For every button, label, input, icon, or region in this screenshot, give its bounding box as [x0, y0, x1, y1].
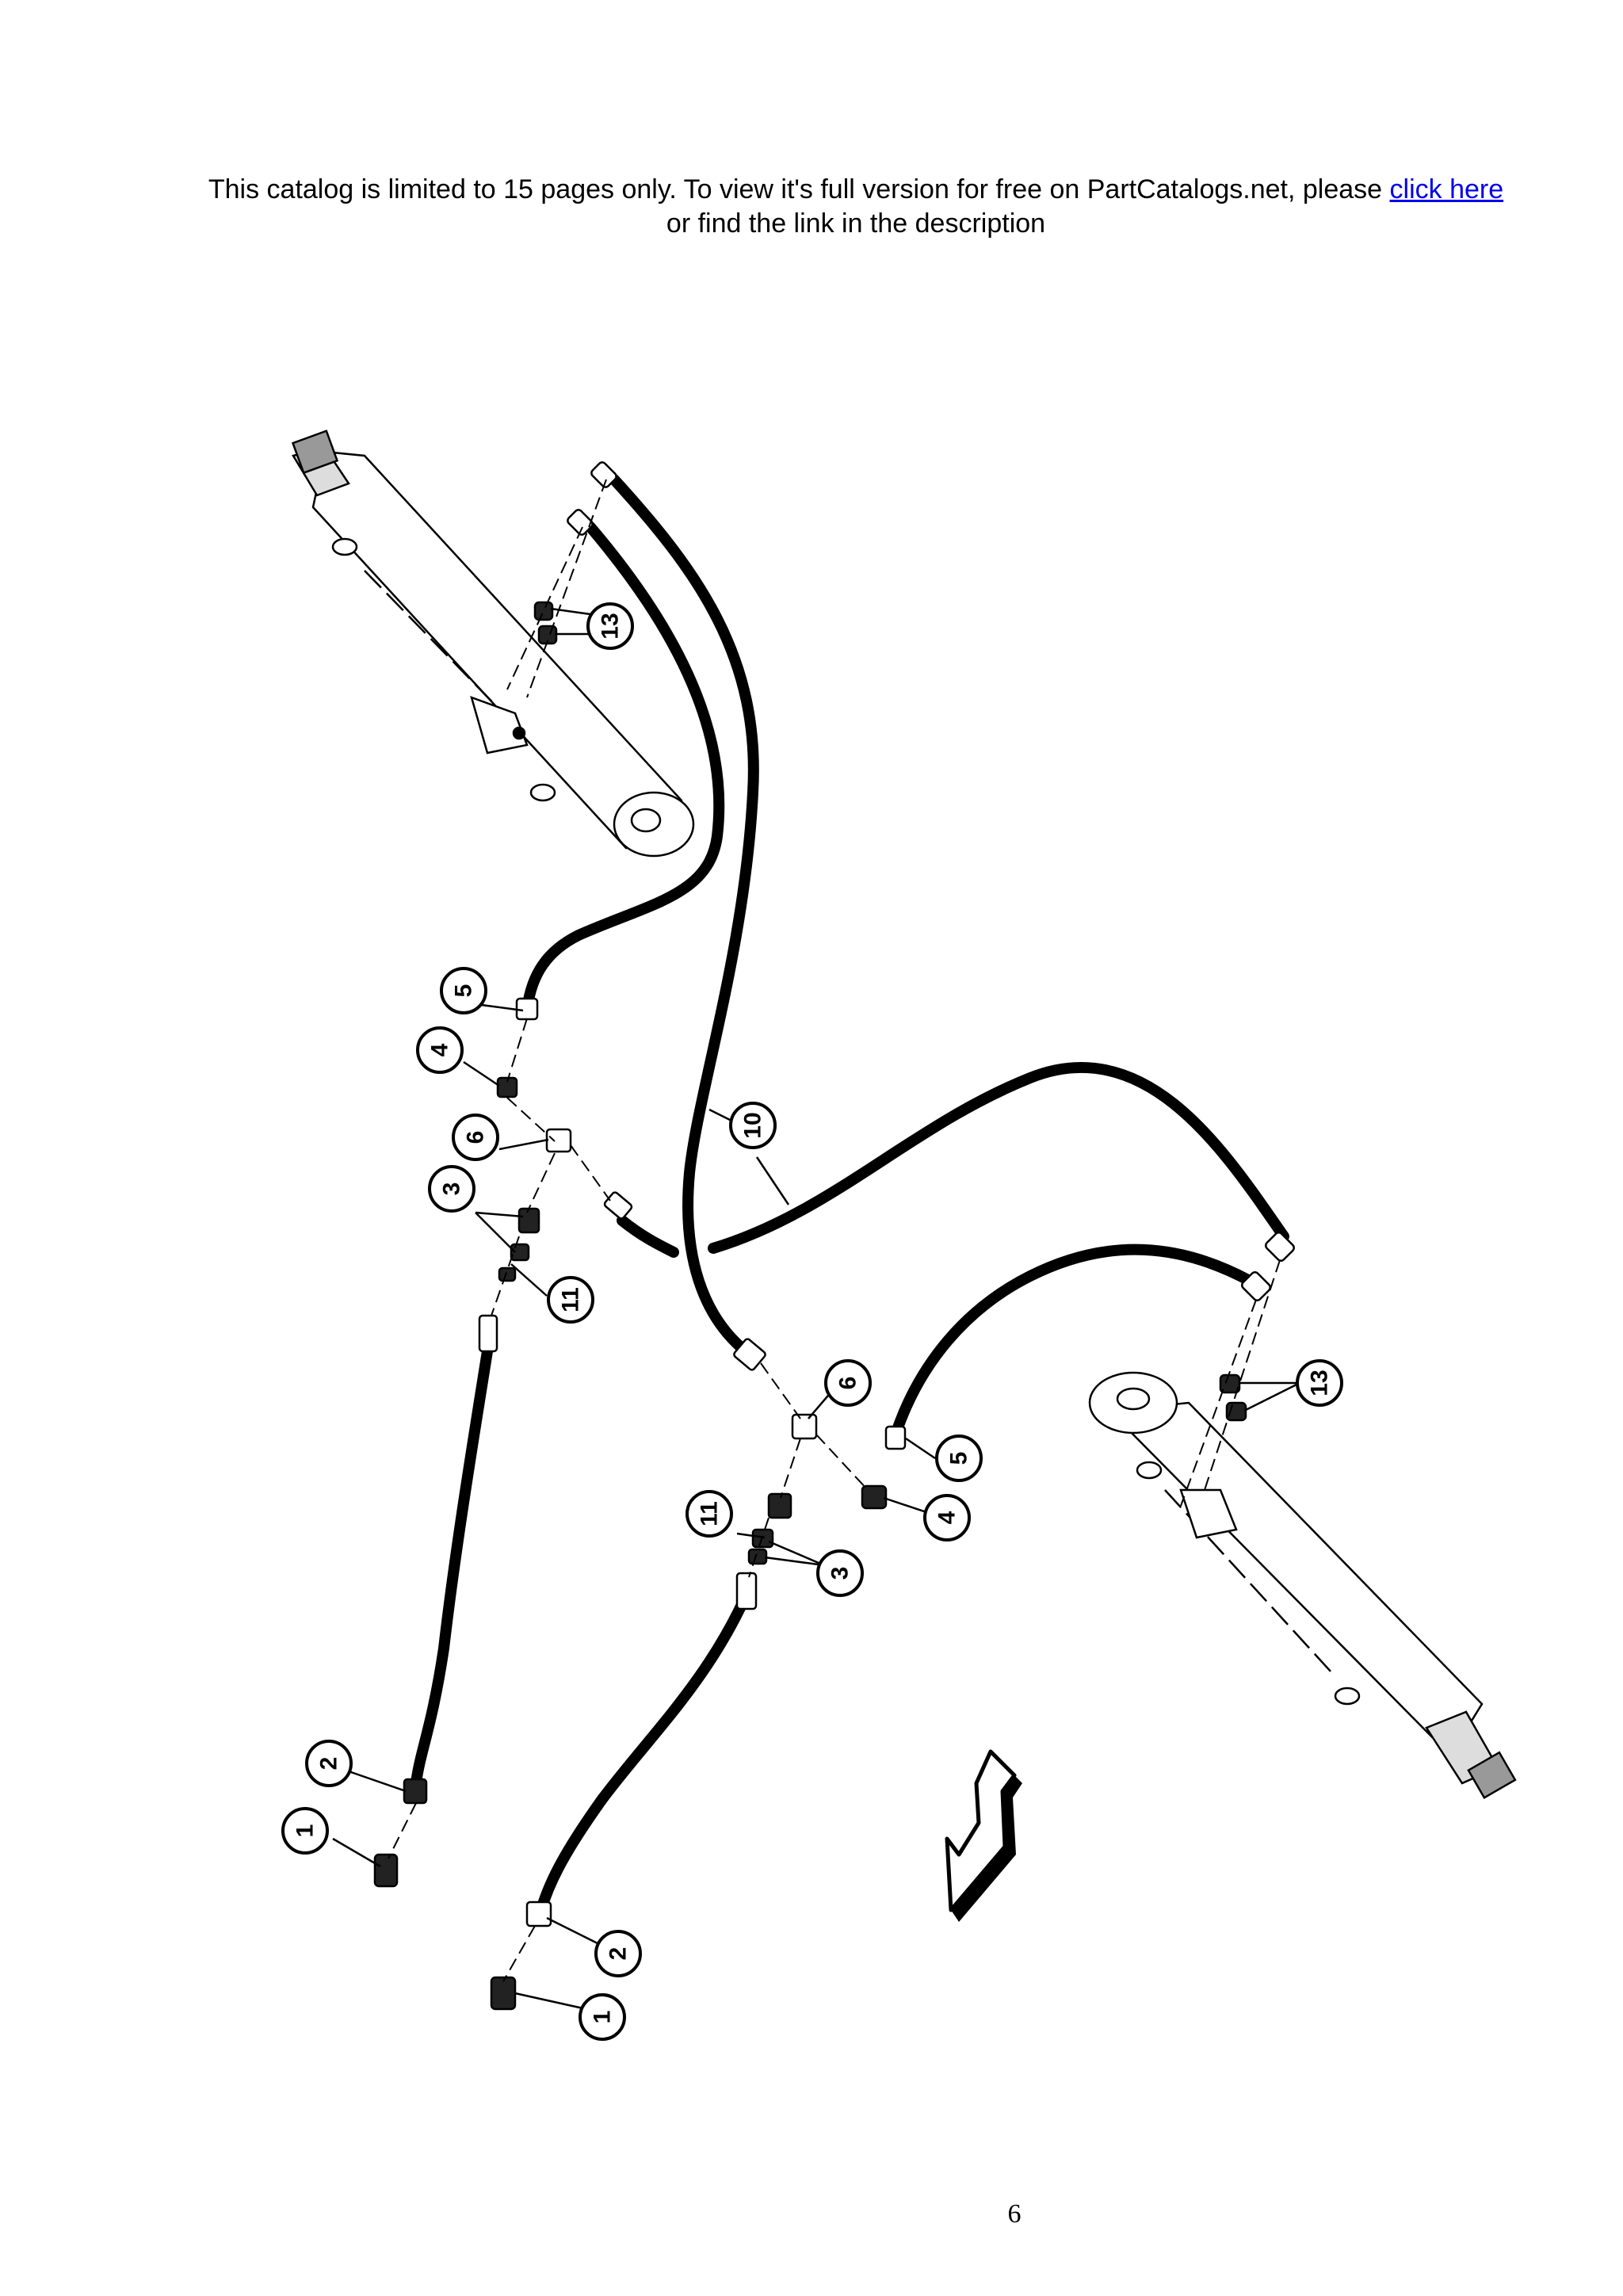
notice-text: This catalog is limited to 15 pages only…: [208, 174, 1390, 204]
callout-6-upper: 6: [452, 1114, 499, 1161]
hose-right-5: [890, 1244, 1254, 1440]
leader-lines: [332, 607, 1300, 2011]
hose-left-2: [411, 1346, 493, 1789]
svg-text:2: 2: [605, 1947, 632, 1961]
svg-text:2: 2: [316, 1757, 342, 1771]
svg-text:1: 1: [292, 1824, 319, 1838]
hose-cross-10: [708, 1062, 1289, 1254]
svg-text:4: 4: [934, 1511, 960, 1524]
page-number: 6: [1007, 2199, 1022, 2229]
notice-line-2: or find the link in the description: [666, 208, 1046, 239]
callout-5-lower: 5: [935, 1435, 983, 1482]
svg-text:4: 4: [427, 1043, 453, 1056]
hose-upper-long-10: [609, 474, 759, 1353]
svg-text:10: 10: [740, 1112, 766, 1138]
svg-text:5: 5: [451, 984, 477, 998]
callout-13-upper: 13: [586, 602, 634, 650]
callout-6-lower: 6: [824, 1359, 872, 1407]
front-direction-arrow-icon: [945, 1749, 1022, 1922]
svg-text:13: 13: [1307, 1370, 1333, 1396]
callout-2-left: 2: [305, 1740, 353, 1787]
cylinder-upper-left: [291, 430, 695, 858]
svg-text:1: 1: [590, 2011, 616, 2024]
assembly-lines: [388, 479, 1281, 1982]
click-here-link[interactable]: click here: [1389, 174, 1504, 204]
svg-text:5: 5: [946, 1452, 972, 1465]
svg-text:3: 3: [439, 1182, 465, 1196]
callout-13-lower: 13: [1296, 1359, 1343, 1407]
hose-center-2: [533, 1584, 754, 1924]
cylinder-lower-right: [1088, 1371, 1517, 1800]
callout-5-upper: 5: [440, 967, 487, 1014]
svg-text:11: 11: [558, 1287, 584, 1312]
svg-text:13: 13: [598, 613, 624, 639]
callout-10: 10: [729, 1102, 777, 1149]
callout-11-lower: 11: [685, 1490, 733, 1538]
fittings: [373, 461, 1295, 2011]
svg-text:11: 11: [697, 1501, 723, 1526]
callout-1-center: 1: [579, 1993, 626, 2041]
callout-2-center: 2: [594, 1930, 642, 1977]
callout-11-upper: 11: [547, 1276, 594, 1324]
svg-text:6: 6: [463, 1131, 489, 1144]
svg-text:3: 3: [827, 1567, 854, 1580]
callout-4-lower: 4: [923, 1494, 971, 1541]
svg-text:6: 6: [835, 1377, 861, 1390]
hose-stub: [617, 1215, 679, 1258]
callout-1-left: 1: [281, 1807, 329, 1855]
callout-3-lower: 3: [816, 1549, 864, 1597]
hose-upper-short-5: [521, 521, 725, 1016]
callout-3-upper: 3: [428, 1165, 475, 1213]
callout-4-upper: 4: [416, 1026, 464, 1074]
notice-line-1: This catalog is limited to 15 pages only…: [0, 173, 1623, 207]
catalog-notice: This catalog is limited to 15 pages only…: [0, 173, 1623, 241]
hoses: [411, 474, 1289, 1924]
